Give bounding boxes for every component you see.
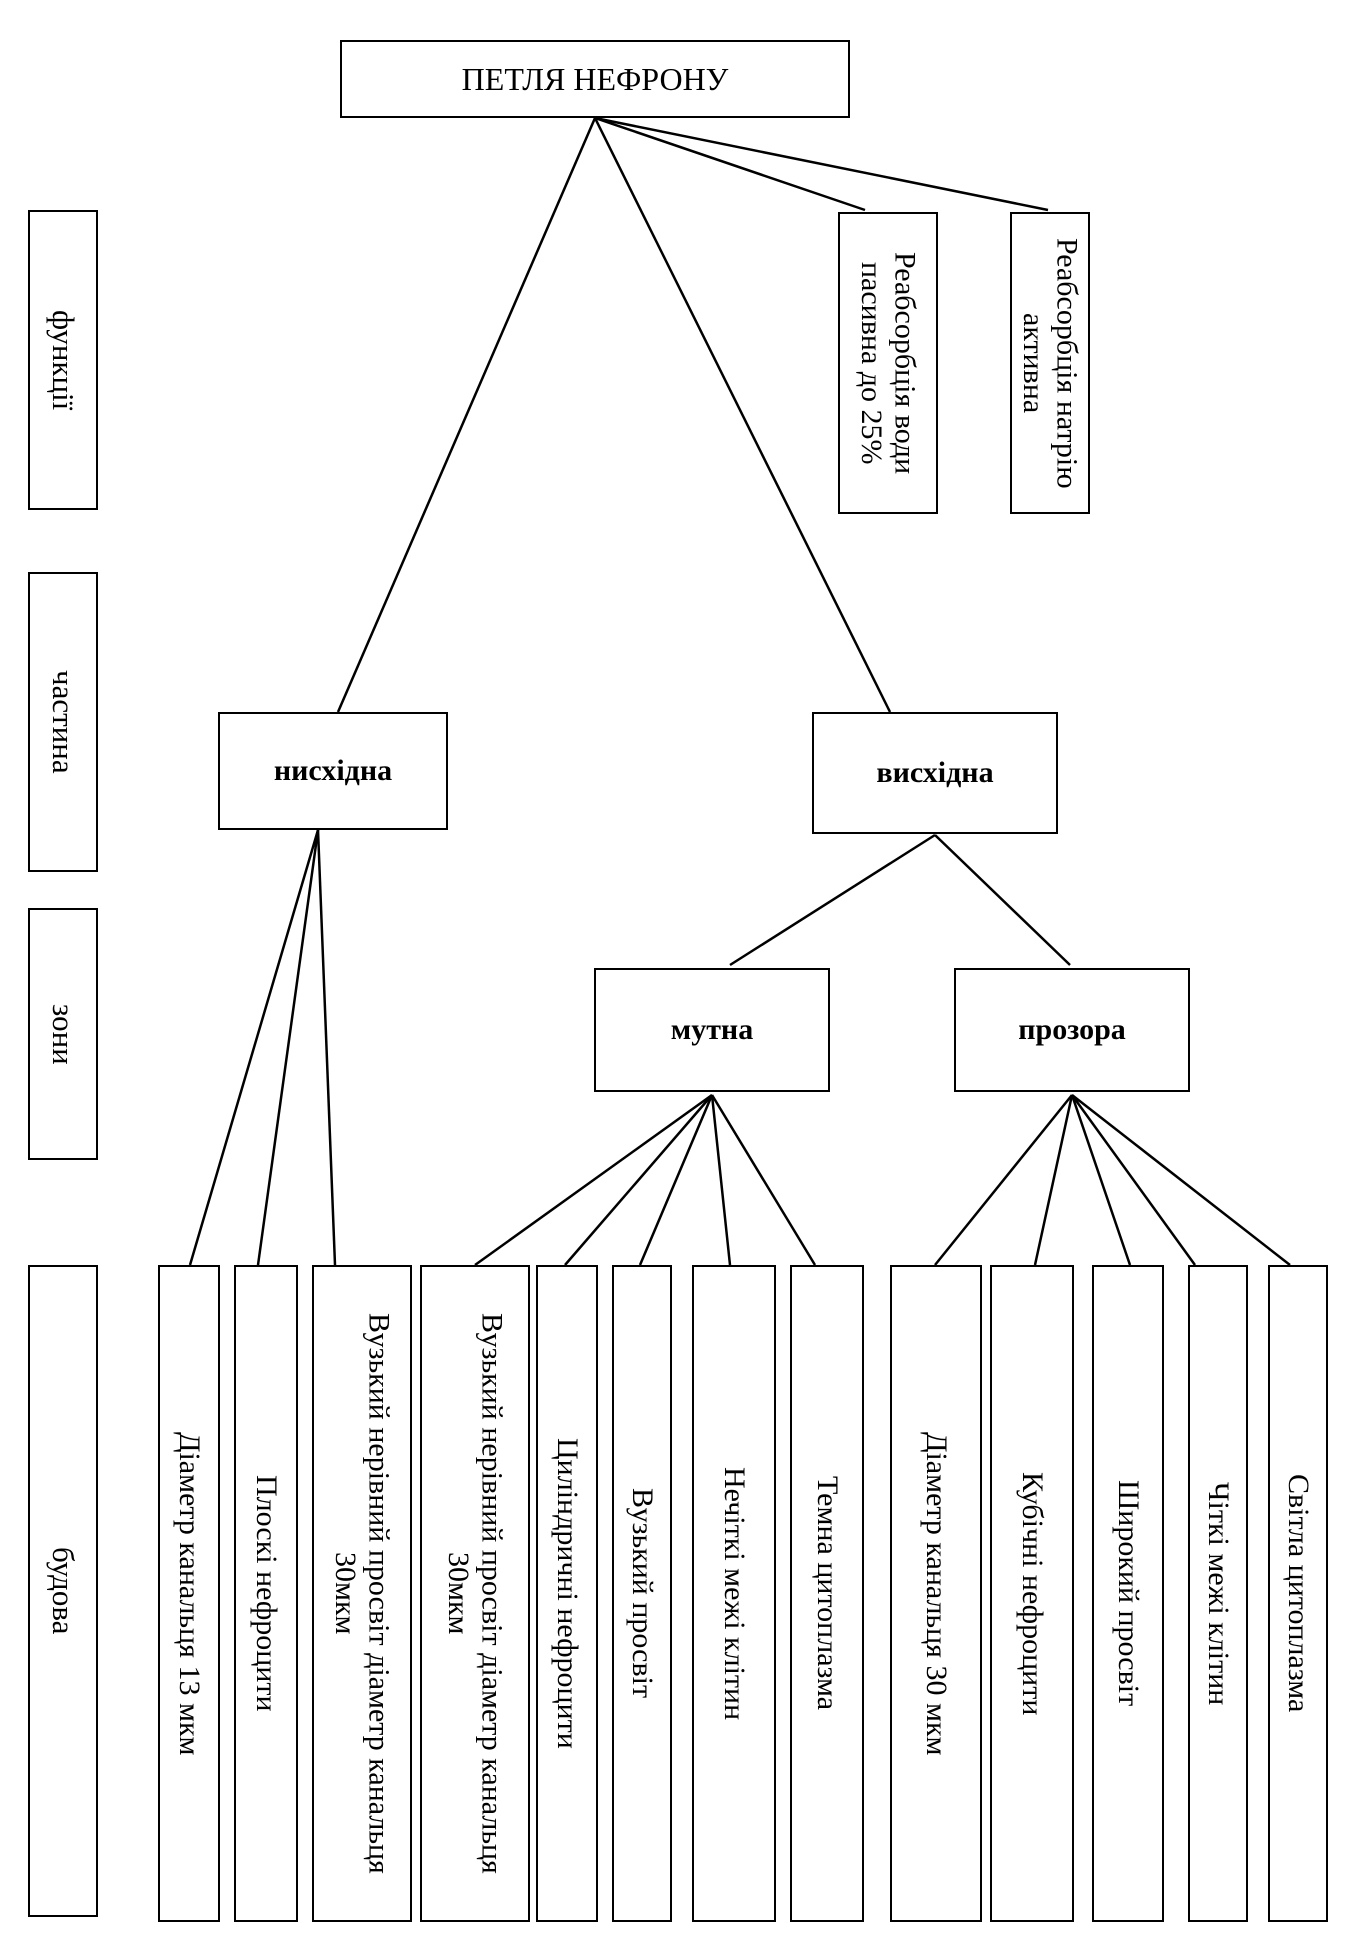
row-label-part: частина [28,572,98,872]
structure-clear-2: Кубічні нефроцити [990,1265,1074,1922]
row-label-functions-text: функції [46,309,81,411]
structure-clear-4-text: Чіткі межі клітин [1201,1481,1235,1706]
edge-clear-s5 [1071,1094,1291,1266]
structure-cloudy-4-text: Нечіткі межі клітин [717,1466,751,1721]
zone-cloudy-label: мутна [670,1012,754,1046]
edge-root-func2 [594,116,1049,212]
structure-clear-5-text: Світла цитоплазма [1281,1474,1315,1713]
structure-desc-1-text: Діаметр канальця 13 мкм [172,1431,206,1756]
edge-desc-s3 [316,829,337,1266]
edge-cloudy-s2 [564,1094,713,1266]
structure-cloudy-4: Нечіткі межі клітин [692,1265,776,1922]
structure-cloudy-5-text: Темна цитоплазма [810,1476,844,1711]
part-descending-label: нисхідна [273,753,393,787]
structure-clear-2-text: Кубічні нефроцити [1015,1471,1049,1716]
structure-cloudy-1: Вузький нерівний просвіт діаметр канальц… [420,1265,530,1922]
structure-clear-3: Широкий просвіт [1092,1265,1164,1922]
function-sodium-reabsorption: Реабсорбція натрію активна [1010,212,1090,514]
root-label: ПЕТЛЯ НЕФРОНУ [461,60,729,97]
function-water-text: Реабсорбція води пасивна до 25% [855,251,922,475]
structure-clear-1: Діаметр канальця 30 мкм [890,1265,982,1922]
structure-cloudy-3-text: Вузький просвіт [625,1488,659,1699]
part-ascending: висхідна [812,712,1058,834]
row-label-zones-text: зони [46,1003,81,1065]
structure-cloudy-1-text: Вузький нерівний просвіт діаметр канальц… [442,1313,509,1874]
edge-cloudy-s1 [474,1093,713,1267]
row-label-part-text: частина [46,670,81,774]
edge-ascending-clear [934,834,1071,966]
structure-cloudy-5: Темна цитоплазма [790,1265,864,1922]
edge-desc-s2 [256,829,320,1266]
structure-cloudy-3: Вузький просвіт [612,1265,672,1922]
edge-root-func1 [594,116,866,212]
edge-ascending-cloudy [729,833,936,967]
edge-root-descending [336,117,597,713]
structure-desc-3-text: Вузький нерівний просвіт діаметр канальц… [329,1313,396,1874]
structure-clear-4: Чіткі межі клітин [1188,1265,1248,1922]
part-ascending-label: висхідна [876,755,994,789]
structure-clear-5: Світла цитоплазма [1268,1265,1328,1922]
edge-cloudy-s5 [710,1094,817,1266]
structure-desc-2-text: Плоскі нефроцити [249,1475,283,1712]
edge-clear-s2 [1033,1094,1074,1266]
part-descending: нисхідна [218,712,448,830]
edge-cloudy-s3 [638,1094,714,1266]
zone-clear-label: прозора [1018,1012,1126,1046]
zone-clear: прозора [954,968,1190,1092]
edge-clear-s3 [1070,1094,1132,1266]
edge-desc-s1 [188,829,320,1266]
structure-cloudy-2-text: Циліндричні нефроцити [550,1438,584,1749]
root-node: ПЕТЛЯ НЕФРОНУ [340,40,850,118]
structure-cloudy-2: Циліндричні нефроцити [536,1265,598,1922]
edge-clear-s4 [1070,1094,1197,1266]
edge-cloudy-s4 [710,1094,732,1266]
zone-cloudy: мутна [594,968,830,1092]
row-label-structure: будова [28,1265,98,1917]
structure-desc-1: Діаметр канальця 13 мкм [158,1265,220,1922]
function-sodium-text: Реабсорбція натрію активна [1017,237,1084,489]
structure-clear-3-text: Широкий просвіт [1111,1480,1145,1707]
structure-desc-2: Плоскі нефроцити [234,1265,298,1922]
structure-desc-3: Вузький нерівний просвіт діаметр канальц… [312,1265,412,1922]
structure-clear-1-text: Діаметр канальця 30 мкм [919,1431,953,1756]
edge-root-ascending [593,117,892,713]
edge-clear-s1 [934,1094,1073,1266]
function-water-reabsorption: Реабсорбція води пасивна до 25% [838,212,938,514]
row-label-zones: зони [28,908,98,1160]
row-label-functions: функції [28,210,98,510]
row-label-structure-text: будова [46,1547,81,1635]
